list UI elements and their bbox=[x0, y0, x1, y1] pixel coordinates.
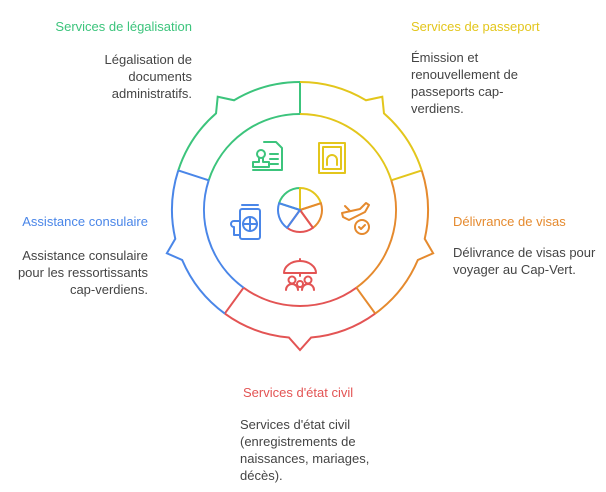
plane-check-icon bbox=[341, 202, 370, 235]
legalisation-description: Légalisation de documents administratifs… bbox=[104, 52, 192, 101]
consulaire-title: Assistance consulaire bbox=[22, 214, 148, 229]
document-stamp-icon bbox=[252, 141, 283, 171]
etat_civil-inner-arc bbox=[242, 286, 358, 307]
passport-photo-icon bbox=[318, 142, 346, 174]
visas-description: Délivrance de visas pour voyager au Cap-… bbox=[453, 245, 596, 277]
visas-title: Délivrance de visas bbox=[453, 214, 566, 229]
family-umbrella-icon bbox=[283, 258, 317, 291]
consulaire-outer-arc bbox=[165, 170, 226, 315]
consulaire-inner-arc bbox=[203, 180, 245, 289]
legalisation-outer-arc bbox=[177, 81, 301, 171]
passeport-outer-arc bbox=[299, 81, 423, 171]
passeport-divider bbox=[390, 169, 423, 182]
legalisation-title: Services de légalisation bbox=[55, 19, 192, 34]
passeport-title: Services de passeport bbox=[411, 19, 540, 34]
passeport-description: Émission et renouvellement de passeports… bbox=[411, 50, 518, 116]
etat_civil-outer-arc bbox=[224, 312, 376, 352]
consulaire-divider bbox=[177, 169, 210, 182]
etat-civil-description: Services d'état civil (enregistrements d… bbox=[240, 417, 370, 483]
etat_civil-divider bbox=[223, 287, 245, 315]
consulaire-pie-slice bbox=[277, 202, 301, 229]
visas-inner-arc bbox=[355, 180, 397, 289]
legalisation-inner-arc bbox=[207, 113, 301, 181]
passeport-inner-arc bbox=[299, 113, 393, 181]
consulaire-description: Assistance consulaire pour les ressortis… bbox=[17, 248, 148, 297]
etat-civil-title: Services d'état civil bbox=[243, 385, 354, 400]
visas-divider bbox=[355, 287, 377, 315]
passport-globe-icon bbox=[230, 204, 261, 240]
visas-outer-arc bbox=[374, 170, 435, 315]
